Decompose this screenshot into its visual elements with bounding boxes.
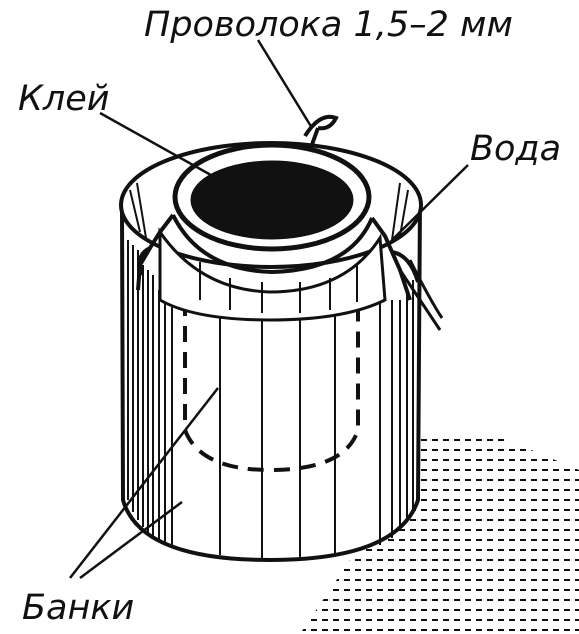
wire (136, 114, 420, 301)
leader-glue (99, 111, 253, 200)
leader-cans-inner (79, 500, 183, 580)
outer-rim-shading (129, 182, 409, 241)
leader-water (391, 164, 469, 241)
leader-wire (256, 39, 314, 129)
inner-can-hidden-outline (183, 300, 360, 473)
wire-hook-right (398, 259, 444, 331)
label-wire: Проволока 1,5–2 мм (144, 5, 513, 45)
water-band-shading (199, 262, 358, 313)
leader-cans-outer (69, 387, 219, 579)
label-water: Вода (470, 129, 561, 169)
label-cans: Банки (22, 588, 134, 628)
label-glue: Клей (18, 79, 110, 119)
leader-lines (69, 39, 469, 580)
outer-can-shading (127, 240, 414, 558)
